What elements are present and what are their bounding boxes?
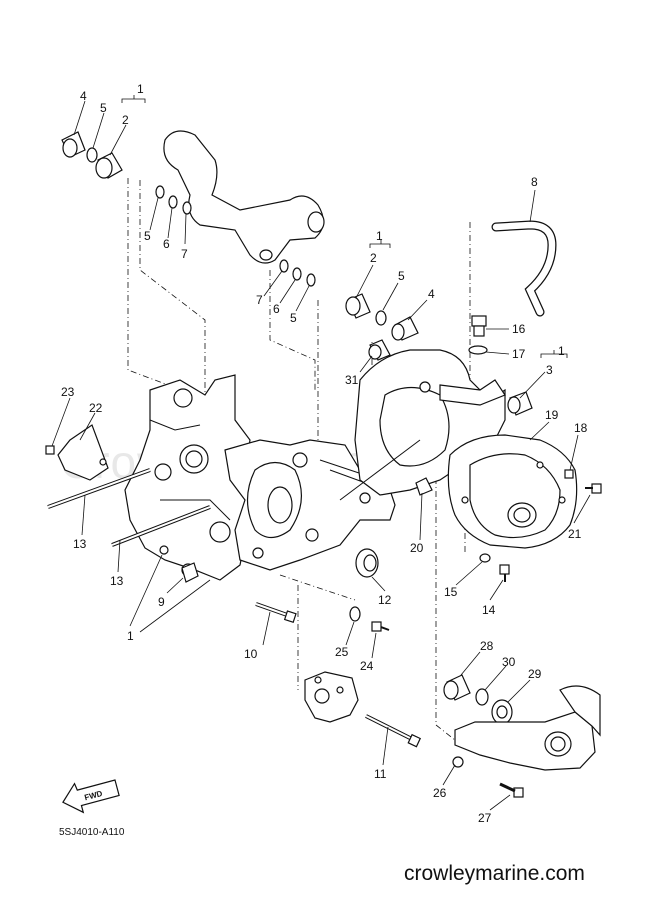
label-part-23: 23 <box>61 385 75 399</box>
label-part-1: 1 <box>127 629 134 643</box>
label-part-20: 20 <box>410 541 424 555</box>
label-part-12: 12 <box>378 593 392 607</box>
bolts-and-studs <box>45 445 602 798</box>
part-number-labels: 4 5 1 2 5 6 7 8 1 2 5 4 7 6 5 16 17 31 1… <box>61 82 588 825</box>
label-part-18: 18 <box>574 421 588 435</box>
leader-lines <box>51 95 591 811</box>
label-part-5: 5 <box>290 311 297 325</box>
label-part-13: 13 <box>73 537 87 551</box>
crankcase-half-center <box>224 439 396 571</box>
label-part-29: 29 <box>528 667 542 681</box>
label-part-5: 5 <box>398 269 405 283</box>
label-part-8: 8 <box>531 175 538 189</box>
diagram-code: 5SJ4010-A110 <box>59 827 125 838</box>
label-part-7: 7 <box>256 293 263 307</box>
side-cover-gasket <box>447 434 578 549</box>
label-part-24: 24 <box>360 659 374 673</box>
lower-bracket <box>452 685 601 771</box>
label-part-4: 4 <box>80 89 87 103</box>
label-part-4: 4 <box>428 287 435 301</box>
alignment-lines <box>127 178 471 741</box>
label-part-6: 6 <box>163 237 170 251</box>
label-part-3: 3 <box>546 363 553 377</box>
label-part-13: 13 <box>110 574 124 588</box>
label-part-16: 16 <box>512 322 526 336</box>
label-part-2: 2 <box>122 113 129 127</box>
label-part-1: 1 <box>137 82 144 96</box>
label-part-9: 9 <box>158 595 165 609</box>
tiller-bracket-arm <box>163 130 325 264</box>
label-part-5: 5 <box>144 229 151 243</box>
water-pump-housing <box>304 671 359 723</box>
label-part-19: 19 <box>545 408 559 422</box>
label-part-25: 25 <box>335 645 349 659</box>
label-part-5: 5 <box>100 101 107 115</box>
label-part-1: 1 <box>558 344 565 358</box>
forward-arrow-icon: FWD <box>62 779 120 814</box>
label-part-31: 31 <box>345 373 359 387</box>
label-part-21: 21 <box>568 527 582 541</box>
label-part-26: 26 <box>433 786 447 800</box>
label-part-27: 27 <box>478 811 492 825</box>
site-name: crowleymarine.com <box>404 862 585 885</box>
label-part-22: 22 <box>89 401 103 415</box>
label-part-14: 14 <box>482 603 496 617</box>
label-part-28: 28 <box>480 639 494 653</box>
label-part-7: 7 <box>181 247 188 261</box>
label-part-17: 17 <box>512 347 526 361</box>
label-part-1: 1 <box>376 229 383 243</box>
label-part-6: 6 <box>273 302 280 316</box>
label-part-10: 10 <box>244 647 258 661</box>
label-part-30: 30 <box>502 655 516 669</box>
bushings-and-washers <box>61 131 533 725</box>
bracket-plate <box>57 424 109 481</box>
label-part-2: 2 <box>370 251 377 265</box>
label-part-11: 11 <box>374 767 387 781</box>
label-part-15: 15 <box>444 585 458 599</box>
water-hose <box>491 220 557 317</box>
